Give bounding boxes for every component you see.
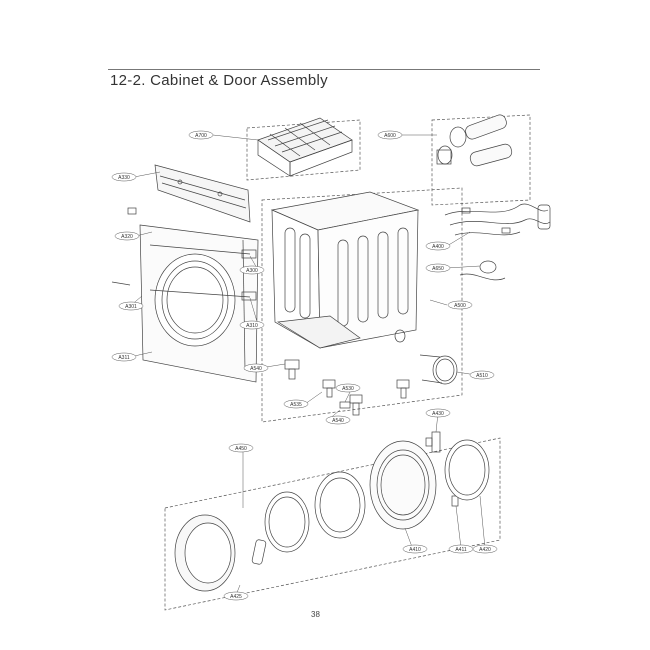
callout-label-a600: A600 [384,133,396,139]
callout-label-a540: A540 [250,366,262,372]
door-gasket-part [444,439,490,501]
callout-label-a500: A500 [454,303,466,309]
page-number: 38 [311,610,320,619]
rear-bracket-part [127,164,251,223]
front-panel-part [139,224,259,383]
callout-label-a301: A301 [125,304,137,310]
page-title: 12-2. Cabinet & Door Assembly [110,72,328,89]
callout-bubbles [111,130,498,601]
callout-label-a540-bottom: A540 [332,418,344,424]
callout-label-a411: A411 [455,547,467,553]
callout-label-a400: A400 [432,244,444,250]
side-bracket-part [111,244,257,301]
callout-label-a425: A425 [230,594,242,600]
door-frame-part [369,440,437,530]
title-rule [108,69,540,70]
callout-label-a510: A510 [476,373,488,379]
duct-part [436,114,513,167]
callout-label-a430: A430 [432,411,444,417]
door-group-box [164,437,501,611]
callout-label-a300: A300 [246,268,258,274]
callout-label-a530: A530 [342,386,354,392]
door-inner-ring-part [314,471,366,539]
cabinet-group-box [261,187,463,423]
callout-label-a420: A420 [479,547,491,553]
callout-label-a700: A700 [195,133,207,139]
vent-connector-part [419,354,458,385]
door-glass-part [264,491,310,553]
callout-label-a320: A320 [121,234,133,240]
callout-label-a310: A310 [246,323,258,329]
top-plate-part [257,117,353,177]
wiring-harness-part [444,203,551,281]
callout-label-a450: A450 [235,446,247,452]
cabinet-body-part [270,191,420,349]
leg-parts [284,359,410,416]
callout-label-a311: A311 [118,355,130,361]
callout-label-a650: A650 [432,266,444,272]
callout-label-a410: A410 [409,547,421,553]
door-outer-ring-part [174,514,267,592]
callout-label-a535: A535 [290,402,302,408]
callout-label-a330: A330 [118,175,130,181]
